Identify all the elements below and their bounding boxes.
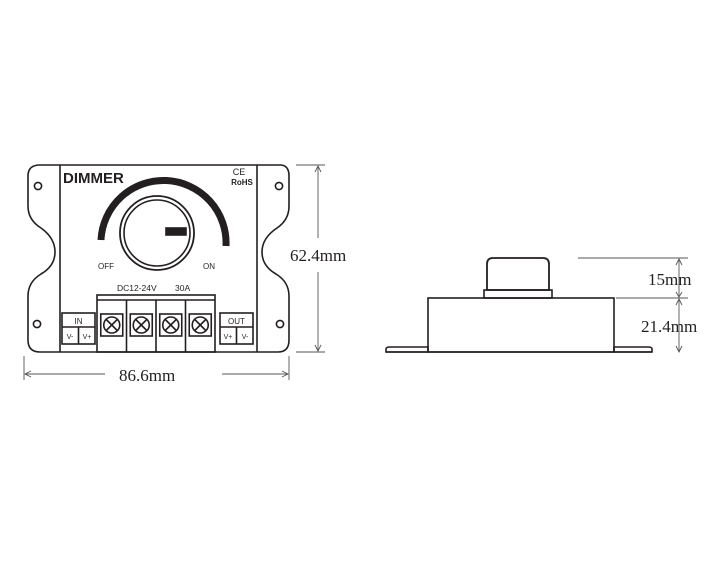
terminal-screw-slot xyxy=(105,318,118,332)
terminal-screw-housing xyxy=(188,313,213,337)
side-view xyxy=(385,257,653,353)
knob-arc-inner xyxy=(104,184,222,247)
ce-mark: CE xyxy=(233,167,246,177)
front-view xyxy=(27,164,290,353)
terminal-screw-housing xyxy=(99,313,124,337)
knob-off-label: OFF xyxy=(98,262,114,271)
mounting-hole-top-left xyxy=(33,181,43,191)
width-arrow-right xyxy=(281,370,290,378)
product-title: DIMMER xyxy=(63,170,124,187)
knob-on-label: ON xyxy=(203,262,215,271)
terminal-screws xyxy=(99,300,213,352)
input-pin-left: V- xyxy=(67,334,74,341)
housing-outline xyxy=(27,164,290,353)
height-arrow-top xyxy=(314,164,322,173)
voltage-rating: DC12-24V xyxy=(117,283,157,293)
terminal-screw[interactable] xyxy=(102,316,121,334)
body-height-label: 21.4mm xyxy=(641,317,697,336)
body-dim-arrow-bottom xyxy=(675,345,683,354)
mounting-hole-bottom-right xyxy=(275,319,285,329)
base-flange xyxy=(385,346,653,353)
knob-height-label: 15mm xyxy=(648,270,691,289)
knob-arc-scale xyxy=(97,177,230,247)
width-arrow-left xyxy=(23,370,32,378)
height-arrow-bottom xyxy=(314,344,322,353)
output-block-label: OUT xyxy=(228,317,245,326)
terminal-screw-slot xyxy=(194,318,207,332)
input-block-label: IN xyxy=(75,317,83,326)
height-dimension-label: 62.4mm xyxy=(290,246,346,265)
mounting-hole-bottom-left xyxy=(32,319,42,329)
body-box xyxy=(427,297,615,353)
terminal-screw-housing xyxy=(158,313,183,337)
terminal-screw-slot xyxy=(135,318,148,332)
terminal-screw-slot xyxy=(164,318,177,332)
output-pin-left: V+ xyxy=(224,334,233,341)
output-pin-right: V- xyxy=(242,334,249,341)
knob-dim-arrow-top xyxy=(675,257,683,266)
terminal-screw[interactable] xyxy=(161,316,180,334)
side-view-dimensions xyxy=(578,257,688,354)
body-dim-arrow-top xyxy=(675,297,683,306)
knob-inner-ring xyxy=(123,199,191,267)
mounting-hole-top-right xyxy=(274,181,284,191)
front-view-text: DIMMER CE RoHS OFF ON DC12-24V 30A IN V-… xyxy=(63,167,254,341)
front-view-dimensions xyxy=(23,164,325,380)
terminal-screw[interactable] xyxy=(191,316,210,334)
knob-indicator xyxy=(165,227,187,236)
width-dimension-label: 86.6mm xyxy=(119,366,175,385)
side-knob xyxy=(486,257,550,291)
knob-outer-ring[interactable] xyxy=(119,195,195,271)
knob-dim-arrow-bottom xyxy=(675,291,683,298)
terminal-screw[interactable] xyxy=(132,316,151,334)
terminal-screw-housing xyxy=(129,313,154,337)
current-rating: 30A xyxy=(175,283,190,293)
rohs-mark: RoHS xyxy=(231,178,253,187)
side-knob-collar xyxy=(483,289,553,299)
input-pin-right: V+ xyxy=(83,334,92,341)
